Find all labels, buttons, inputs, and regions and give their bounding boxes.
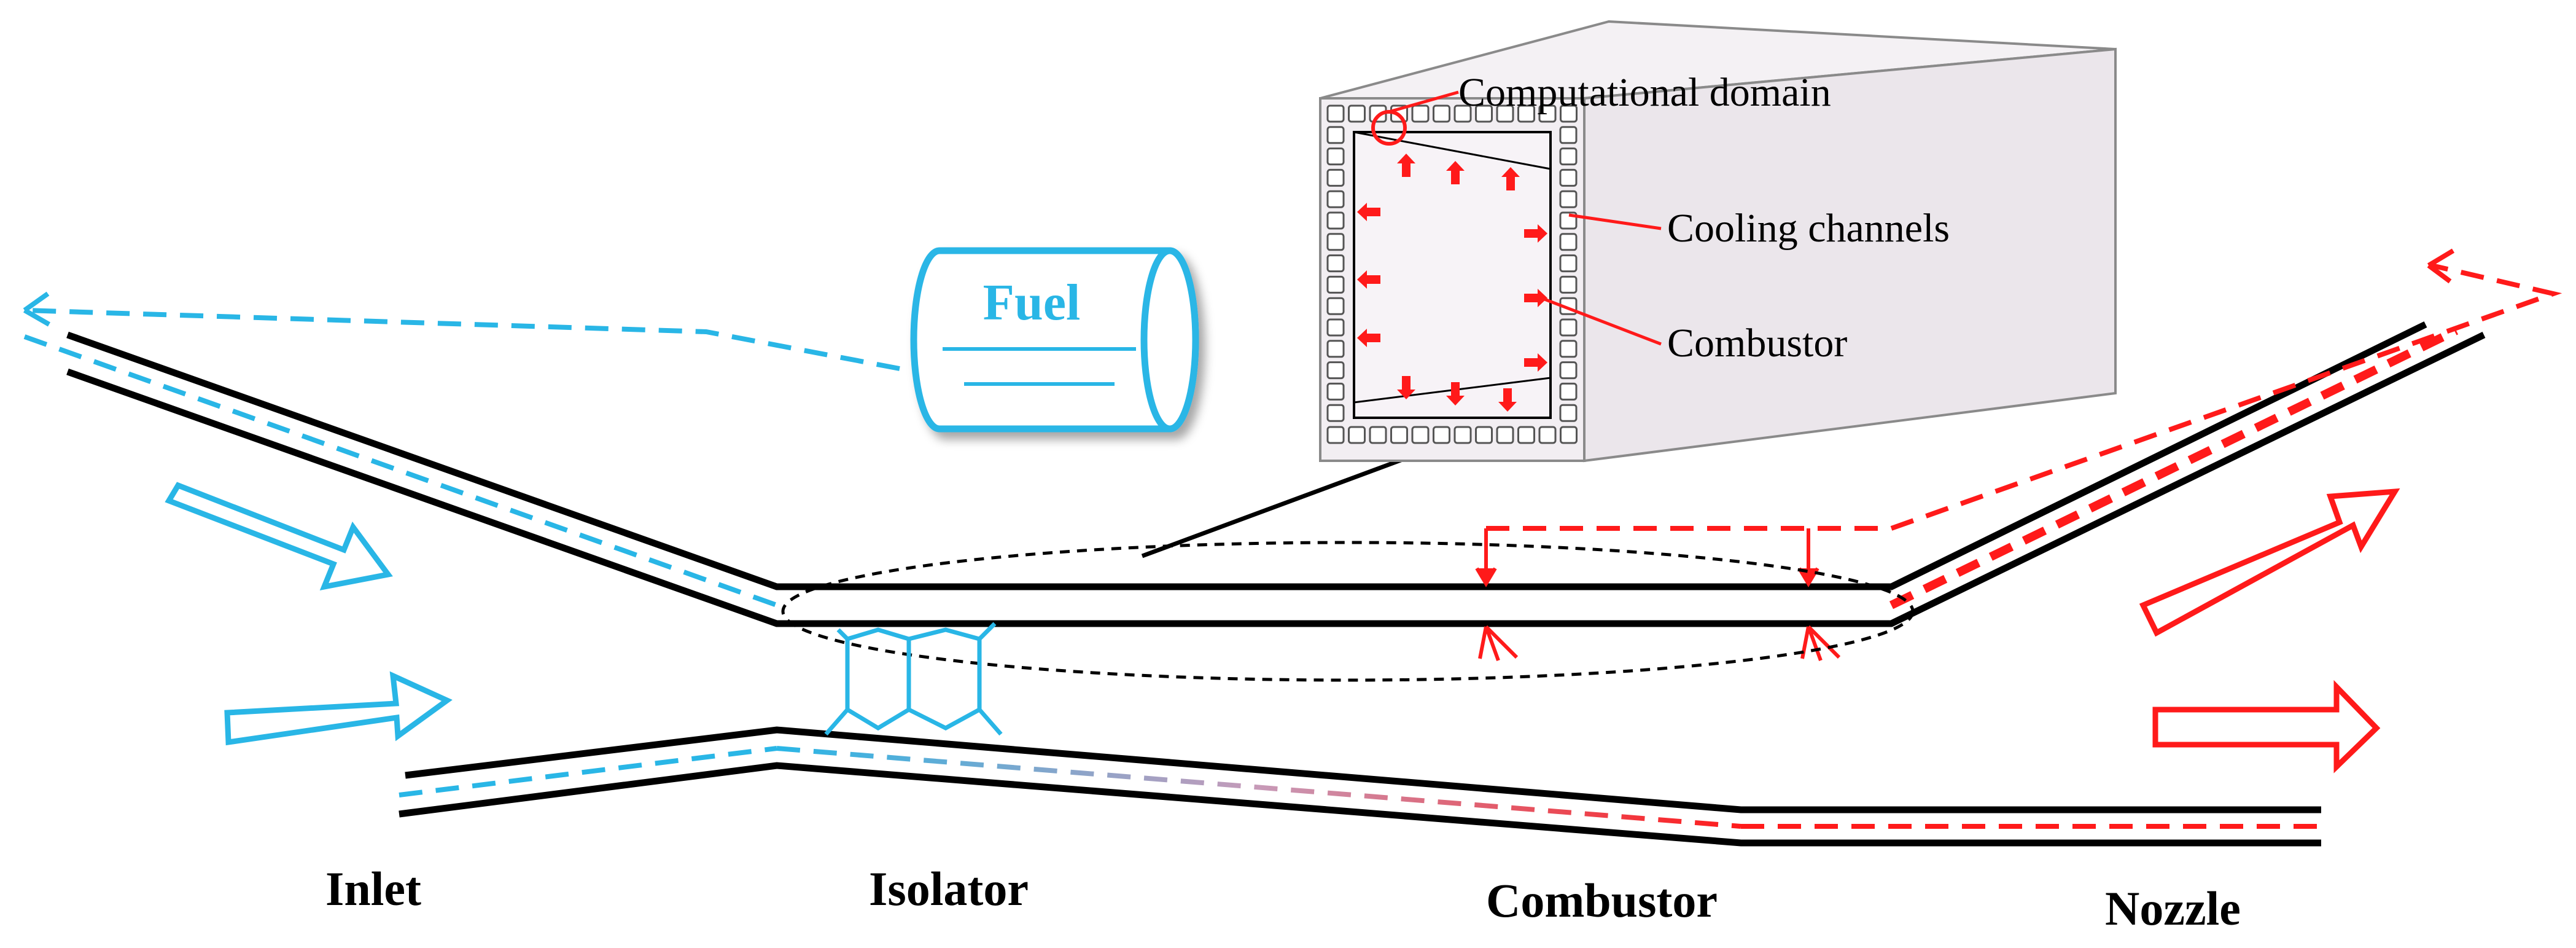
cooling-channel bbox=[1559, 168, 1578, 187]
cooling-channels-label: Cooling channels bbox=[1667, 206, 1950, 251]
cooling-channel bbox=[1411, 104, 1430, 123]
heat-flux-arrow bbox=[1524, 224, 1547, 243]
cooling-channel bbox=[1538, 426, 1557, 444]
cooling-channel bbox=[1326, 382, 1345, 401]
heat-flux-arrows bbox=[1357, 154, 1547, 412]
heat-flux-arrow bbox=[1524, 289, 1547, 307]
cooling-channel bbox=[1538, 104, 1557, 123]
cooling-channel bbox=[1560, 426, 1578, 444]
cooling-channel bbox=[1559, 254, 1578, 273]
cooling-channel bbox=[1517, 426, 1535, 444]
cooling-channel bbox=[1326, 340, 1345, 358]
cooling-channel bbox=[1433, 104, 1450, 123]
cooling-channel bbox=[1326, 147, 1345, 166]
combustor-bracket-markers bbox=[1475, 528, 1841, 662]
inflow-arrows bbox=[165, 482, 453, 746]
cooling-channel bbox=[1559, 382, 1578, 401]
cooling-channel bbox=[1326, 254, 1345, 273]
cooling-channel bbox=[1326, 126, 1345, 144]
fuel-line-arrowhead bbox=[23, 291, 50, 327]
cooling-channel bbox=[1326, 104, 1345, 123]
computational-domain-label: Computational domain bbox=[1458, 70, 1831, 115]
coolant-lower-cold bbox=[399, 746, 777, 797]
isolator-label: Isolator bbox=[869, 862, 1029, 915]
coolant-nozzle-upper bbox=[1889, 326, 2459, 609]
cooling-channel bbox=[1559, 190, 1578, 208]
cooling-channel bbox=[1559, 404, 1578, 422]
upper-wall bbox=[66, 321, 2486, 627]
heat-flux-arrow bbox=[1524, 353, 1547, 372]
outflow-arrow-upper bbox=[2139, 488, 2400, 637]
cooling-channel bbox=[1326, 404, 1345, 422]
cooling-channel bbox=[1559, 126, 1578, 144]
cooling-channel bbox=[1348, 104, 1366, 123]
zoom-pointer-arrow bbox=[1141, 453, 1414, 558]
cooling-channel bbox=[1326, 190, 1345, 208]
inlet-label: Inlet bbox=[325, 862, 421, 915]
callout-leaders bbox=[1388, 90, 1662, 346]
combustor-callout-label: Combustor bbox=[1667, 321, 1847, 366]
cooling-channel bbox=[1326, 318, 1345, 337]
cooling-channel bbox=[1559, 233, 1578, 251]
cooling-channel bbox=[1496, 426, 1514, 444]
coolant-return-line bbox=[1486, 263, 2562, 531]
cooling-channel bbox=[1433, 426, 1450, 444]
heat-flux-arrow bbox=[1357, 329, 1380, 347]
heat-flux-arrow bbox=[1357, 270, 1380, 289]
cooling-channel bbox=[1348, 426, 1366, 444]
heat-flux-arrow bbox=[1498, 388, 1517, 412]
cooling-channel bbox=[1453, 104, 1472, 123]
cooling-channel bbox=[1559, 318, 1578, 337]
coolant-inlet-upper bbox=[23, 334, 778, 608]
heat-flux-arrow bbox=[1357, 203, 1380, 221]
isolator-shock-pattern bbox=[824, 622, 1003, 736]
cooling-channel bbox=[1517, 104, 1535, 123]
cooling-channel bbox=[1326, 233, 1345, 251]
heat-flux-arrow bbox=[1397, 154, 1415, 177]
outflow-arrow-lower bbox=[2152, 680, 2381, 774]
fuel-supply-line bbox=[24, 308, 900, 371]
lower-wall bbox=[399, 726, 2321, 847]
heat-flux-arrow bbox=[1446, 382, 1465, 405]
cooling-channel bbox=[1559, 361, 1578, 380]
cooling-channel bbox=[1326, 297, 1345, 315]
cooling-channel bbox=[1326, 426, 1345, 444]
cooling-channel bbox=[1559, 340, 1578, 358]
combustor-3d-box bbox=[1319, 20, 2117, 463]
nozzle-label: Nozzle bbox=[2105, 882, 2241, 935]
cooling-channel bbox=[1559, 147, 1578, 166]
inflow-arrow-upper bbox=[165, 482, 393, 590]
outflow-arrows bbox=[2139, 488, 2400, 774]
cooling-channel bbox=[1390, 426, 1408, 444]
cooling-channel bbox=[1326, 361, 1345, 380]
cooling-channel bbox=[1326, 275, 1345, 294]
cooling-channel bbox=[1369, 426, 1387, 444]
inflow-arrow-lower bbox=[224, 671, 453, 746]
cooling-channel bbox=[1559, 275, 1578, 294]
cooling-channel bbox=[1453, 426, 1472, 444]
zoom-region-ellipse bbox=[781, 541, 1915, 682]
heat-flux-arrow bbox=[1397, 376, 1415, 399]
cooling-channel bbox=[1411, 426, 1430, 444]
coolant-flow-lines bbox=[23, 263, 2562, 829]
cooling-channel bbox=[1326, 211, 1345, 230]
coolant-lower-gradient bbox=[776, 746, 1741, 829]
return-line-arrowhead bbox=[2427, 248, 2455, 284]
cooling-channel-squares bbox=[1326, 104, 1578, 444]
cooling-channel bbox=[1496, 104, 1514, 123]
cooling-channel bbox=[1475, 426, 1493, 444]
heat-flux-arrow bbox=[1501, 167, 1520, 190]
cooling-channel bbox=[1560, 104, 1578, 123]
combustor-label: Combustor bbox=[1486, 874, 1718, 927]
heat-flux-arrow bbox=[1446, 161, 1465, 184]
fuel-label: Fuel bbox=[983, 274, 1081, 331]
cooling-channel bbox=[1326, 168, 1345, 187]
cooling-channel bbox=[1475, 104, 1493, 123]
